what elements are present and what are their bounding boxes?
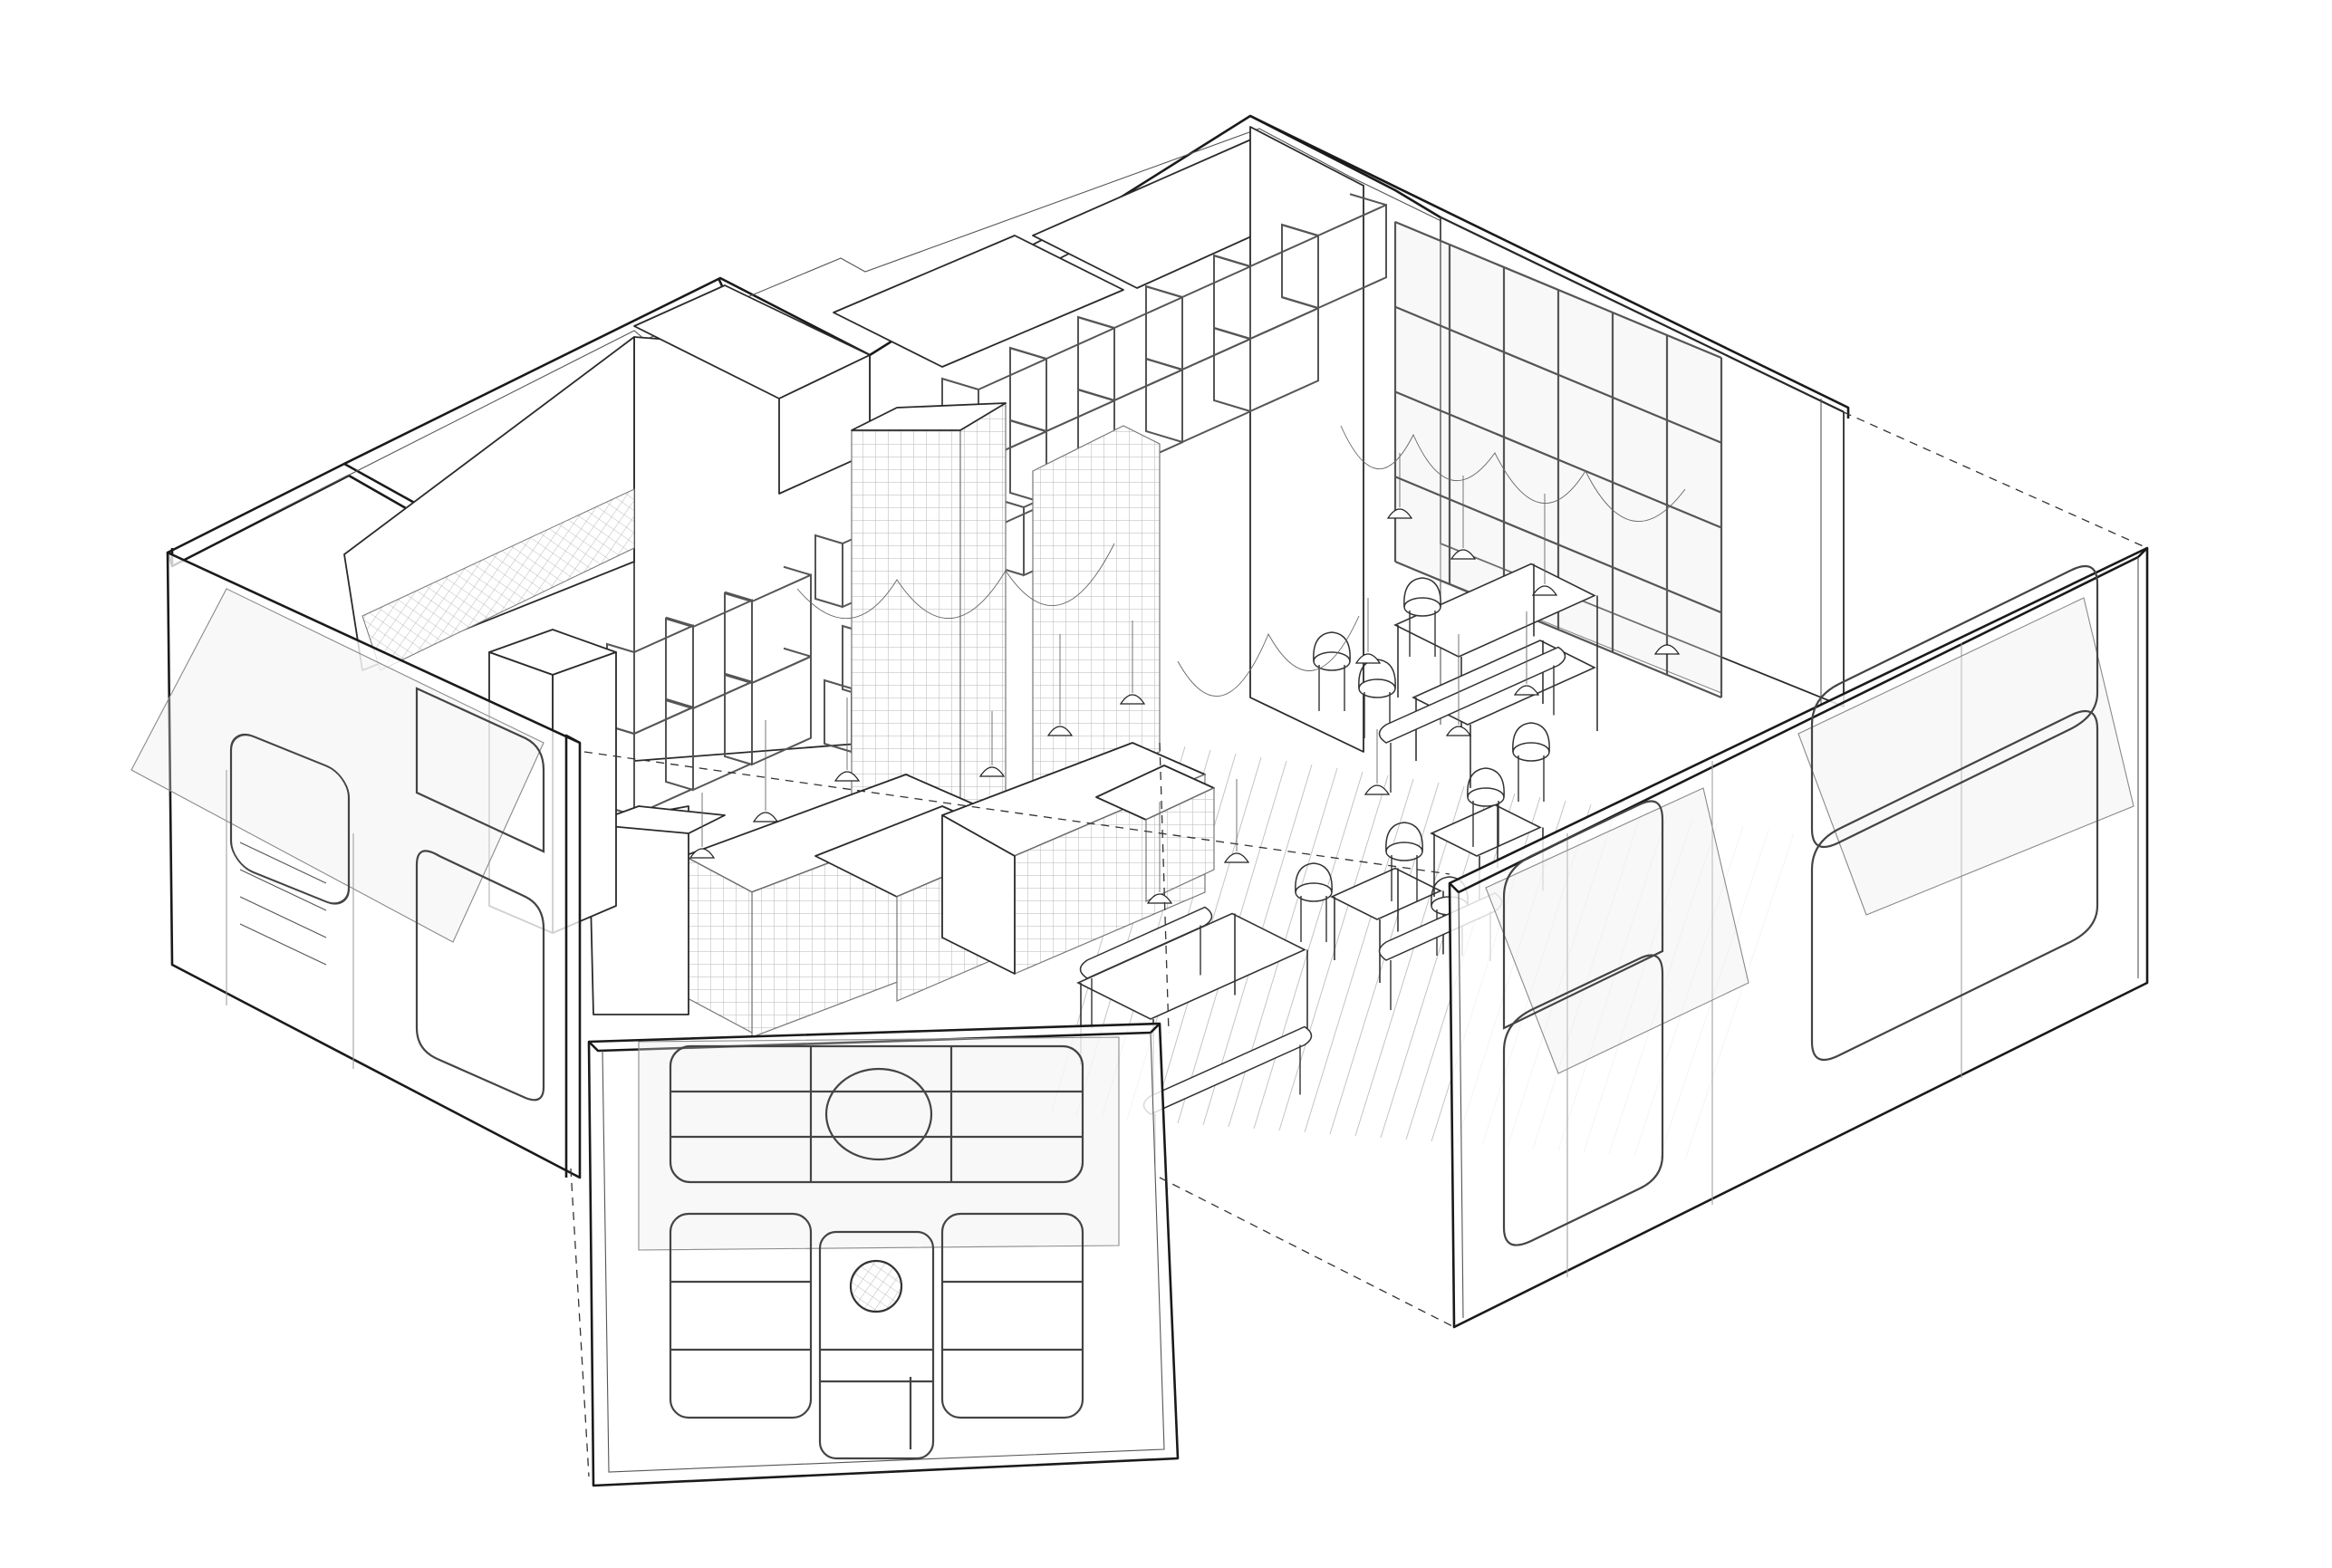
left-facade-panel	[130, 551, 582, 1179]
front-facade-panel	[587, 1022, 1180, 1487]
chair-back	[1385, 822, 1423, 852]
chair-back	[1313, 631, 1351, 662]
floor-plank-line	[1354, 785, 1465, 1137]
window-transom	[1394, 220, 1722, 360]
window-transom	[1394, 390, 1722, 529]
dining-table	[1330, 867, 1442, 920]
window-transom	[1394, 560, 1722, 699]
shelf-frame	[1077, 285, 1183, 402]
chair-back	[1512, 722, 1550, 753]
bench	[1079, 906, 1213, 979]
pendant-lamp	[1223, 852, 1250, 863]
shelf-frame	[1009, 316, 1115, 433]
pendant-lamp	[1146, 893, 1173, 904]
pendant-lamp	[1364, 784, 1391, 795]
pendant-lamp	[834, 771, 861, 782]
window-grid-wall	[1393, 220, 1723, 699]
pendant-lamp	[1046, 726, 1074, 736]
pendant-lamp	[1513, 685, 1540, 696]
floor-plank-line	[1253, 771, 1364, 1130]
window-transom	[1394, 305, 1722, 444]
pendant-lamp	[1653, 644, 1681, 655]
chair-back	[1467, 767, 1505, 798]
left-facade-window-upper	[229, 733, 351, 905]
pendant-lamp	[1450, 549, 1477, 560]
bench-leg	[1091, 925, 1201, 1028]
lamp-catenary	[1177, 615, 1360, 697]
chair-back	[1295, 862, 1333, 893]
chair-leg	[1409, 611, 1436, 657]
floor-plank-line	[1278, 774, 1389, 1131]
shelf-frame	[1213, 296, 1319, 413]
chair-leg	[1518, 755, 1545, 802]
entry-door	[818, 1230, 935, 1460]
chair-back	[1403, 577, 1441, 608]
chair-leg	[1300, 896, 1327, 942]
pendant-lamp	[1531, 585, 1558, 596]
floor-plank-line	[1304, 778, 1414, 1133]
chair-leg	[1318, 665, 1345, 711]
shelf-frame	[724, 647, 812, 766]
pendant-lamp	[689, 848, 716, 859]
lamp-catenary	[796, 543, 1115, 620]
pendant-lamp	[1119, 694, 1146, 705]
right-facade-panel	[1448, 546, 2149, 1329]
pendant-lamp	[752, 812, 779, 822]
tiled-kitchen-counter	[488, 402, 1215, 1038]
pendant-lamp	[978, 766, 1006, 777]
chair-leg	[1391, 855, 1418, 901]
shelf-frame	[1145, 327, 1251, 444]
pendant-lamps	[689, 425, 1686, 904]
projection-lines	[570, 411, 2148, 1477]
pendant-lamp	[1354, 653, 1382, 664]
pendant-lamp	[1445, 726, 1472, 736]
chair-leg	[1472, 801, 1499, 847]
bench	[1142, 1025, 1313, 1115]
pendant-lamp	[1386, 508, 1413, 519]
bench	[1378, 646, 1566, 744]
bench-leg	[1390, 665, 1555, 793]
lamp-catenary	[1340, 425, 1686, 522]
